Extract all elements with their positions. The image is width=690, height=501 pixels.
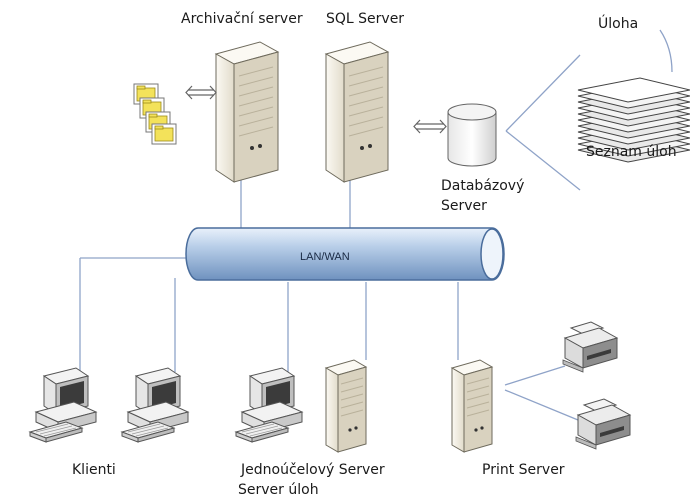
database-server-label-line2: Server (441, 198, 487, 214)
link-printer-2 (504, 389, 579, 421)
print-server-label: Print Server (482, 462, 565, 478)
task-server-icon (325, 359, 367, 453)
archive-server-label: Archivační server (181, 11, 303, 27)
link-task-list-1 (505, 54, 581, 132)
database-server-label-line1: Databázový (441, 178, 525, 194)
sql-server-icon (325, 41, 389, 183)
network-label: LAN/WAN (300, 251, 350, 263)
clients-label: Klienti (72, 462, 116, 478)
network-links (79, 29, 673, 421)
double-arrow-icon (185, 85, 217, 100)
task-label: Úloha (598, 16, 639, 32)
task-list-label: Seznam úloh (586, 144, 677, 160)
lan-wan-pipe: LAN/WAN (185, 227, 505, 281)
client-computer-2-icon (121, 367, 189, 443)
printer-1-icon (562, 321, 618, 373)
double-arrow-icon (413, 119, 447, 134)
single-purpose-server-computer-icon (235, 367, 303, 443)
link-printer-1 (504, 365, 566, 386)
task-server-label: Server úloh (238, 482, 319, 498)
printer-2-icon (575, 398, 631, 450)
task-list-icon (577, 77, 690, 163)
link-task (659, 29, 673, 73)
database-icon (447, 103, 497, 167)
single-purpose-server-label: Jednoúčelový Server (241, 462, 385, 478)
link-task-list-2 (505, 130, 581, 191)
archive-server-icon (215, 41, 279, 183)
print-server-icon (451, 359, 493, 453)
sql-server-label: SQL Server (326, 11, 405, 27)
client-computer-1-icon (29, 367, 97, 443)
folders-icon (133, 83, 177, 145)
